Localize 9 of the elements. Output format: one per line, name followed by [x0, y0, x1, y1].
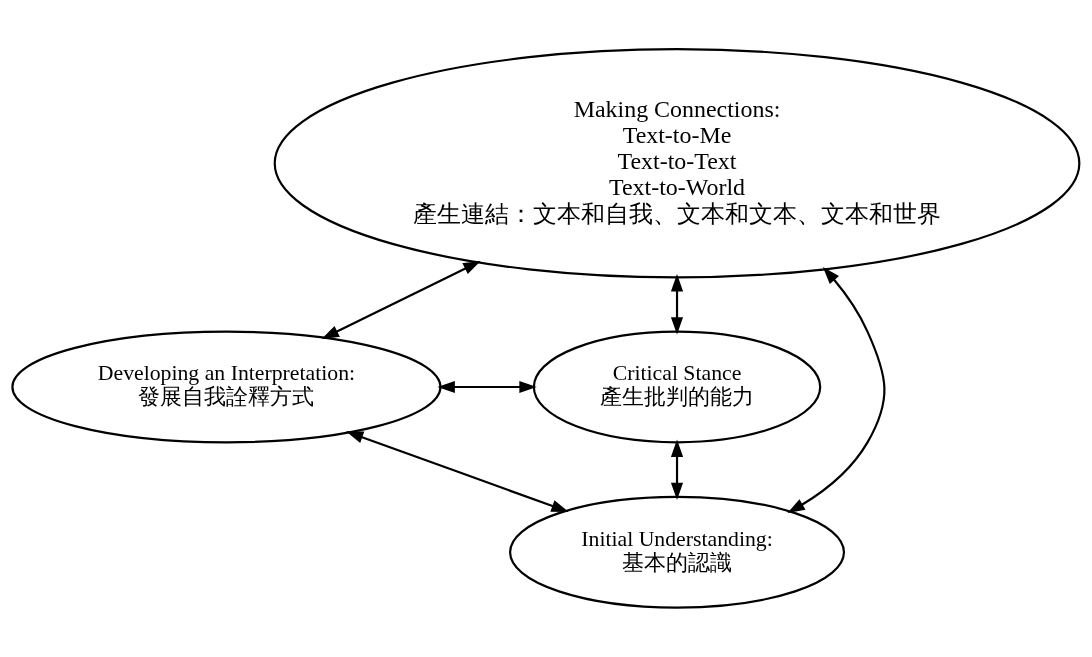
- node-ellipse: Initial Understanding: 基本的認識: [509, 495, 846, 609]
- arrow: [670, 274, 684, 335]
- arrow: [787, 267, 886, 514]
- arrow: [345, 431, 569, 512]
- arrow: [321, 260, 481, 340]
- node-ellipse: Making Connections: Text-to-Me Text-to-Text Text-to-World 產生連結：文本和自我、文本和文本、文本和世界: [273, 48, 1081, 279]
- node-ellipse: Critical Stance 產生批判的能力: [532, 330, 822, 444]
- arrow: [437, 380, 537, 394]
- arrow: [670, 439, 684, 501]
